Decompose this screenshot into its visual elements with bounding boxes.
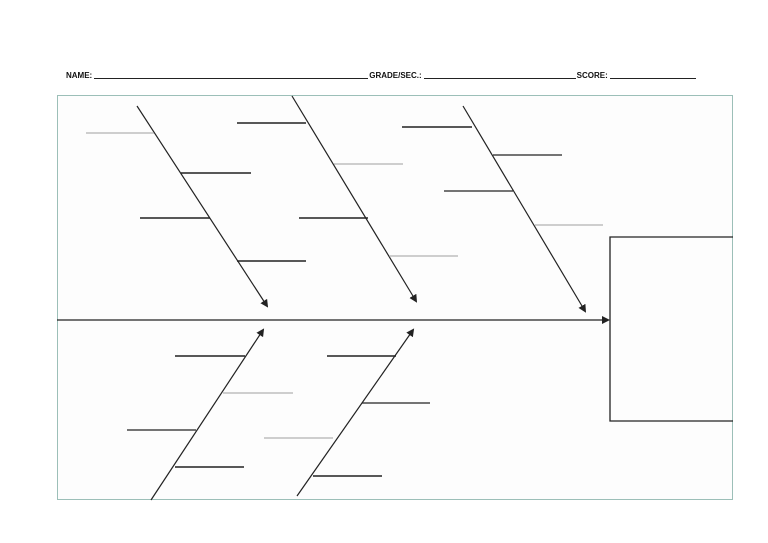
- score-label: SCORE:: [576, 71, 608, 80]
- bottom-bone-1: [150, 328, 265, 501]
- score-blank[interactable]: [609, 70, 696, 79]
- top-bone-2: [291, 95, 418, 303]
- grade-blank[interactable]: [423, 70, 576, 79]
- head-box[interactable]: [609, 236, 733, 422]
- name-label: NAME:: [66, 71, 93, 80]
- top-bone-1: [136, 105, 269, 308]
- top-bone-3: [462, 105, 587, 313]
- diagram-frame: [57, 95, 733, 500]
- grade-label: GRADE/SEC.:: [369, 71, 422, 80]
- name-blank[interactable]: [94, 70, 369, 79]
- bottom-bone-2: [296, 328, 415, 497]
- worksheet-header: NAME: GRADE/SEC.: SCORE:: [66, 66, 706, 80]
